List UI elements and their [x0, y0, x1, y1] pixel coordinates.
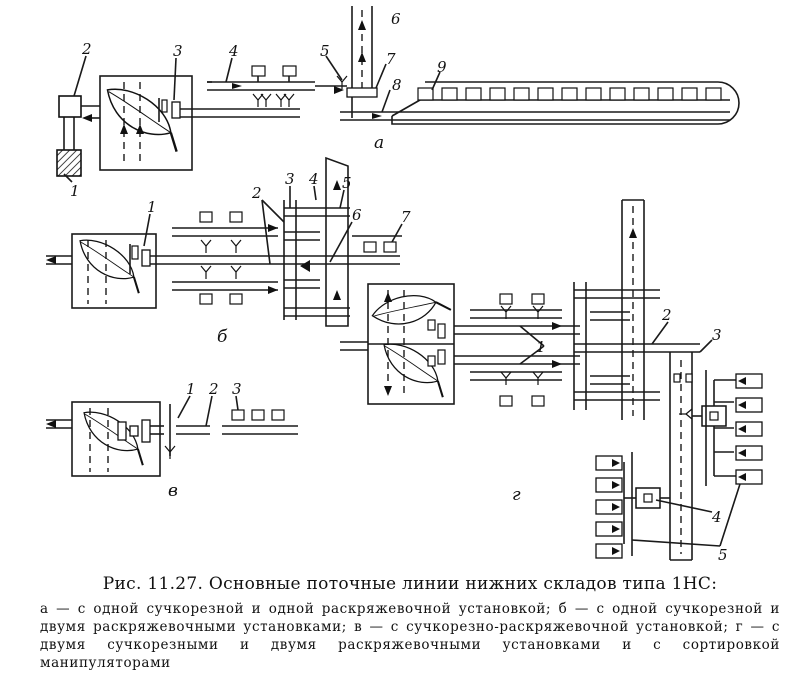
caption-body: а — с одной сучкорезной и одной раскряже…: [40, 601, 780, 671]
callout-b-6: 6: [352, 206, 362, 224]
callout-v-1: 1: [186, 380, 196, 398]
callout-g-1: 1: [536, 338, 546, 356]
subfigure-label-b: б: [217, 327, 228, 347]
callout-g-2: 2: [661, 306, 672, 324]
subfigure-label-v: в: [168, 481, 178, 501]
callout-b-5: 5: [342, 174, 352, 192]
callout-b-4: 4: [308, 170, 319, 188]
figure-caption: Рис. 11.27. Основные поточные линии нижн…: [40, 574, 780, 672]
callout-a-6: 6: [391, 10, 401, 28]
callout-v-2: 2: [208, 380, 219, 398]
subfigure-g: 1 2 3 4 5 г: [340, 199, 763, 564]
caption-title: Рис. 11.27. Основные поточные линии нижн…: [102, 574, 718, 594]
callout-a-2: 2: [81, 40, 92, 58]
subfigure-v: 1 2 3 в: [46, 380, 298, 501]
subfigure-label-g: г: [512, 485, 521, 505]
callout-a-9: 9: [437, 58, 447, 76]
subfigure-label-a: а: [374, 133, 384, 153]
subfigure-a: 1 2 3 4 5 6 7 8 9 а: [56, 6, 740, 200]
callout-a-7: 7: [386, 50, 396, 68]
stack-block: [56, 149, 82, 177]
callout-a-1: 1: [70, 182, 80, 200]
callout-a-5: 5: [320, 42, 330, 60]
callout-g-3: 3: [712, 326, 722, 344]
callout-a-8: 8: [392, 76, 402, 94]
subfigure-b: 1 2 3 4 5 6 7 б: [46, 156, 411, 347]
sorting-bins-a: [417, 87, 722, 101]
sorting-loop: [391, 81, 740, 125]
callout-v-3: 3: [232, 380, 242, 398]
delimbing-room-b: [71, 233, 157, 309]
layout-diagram: 1 2 3 4 5 6 7 8 9 а: [46, 6, 763, 564]
callout-b-1: 1: [147, 198, 157, 216]
delimbing-room: [99, 75, 193, 171]
crane-box: [58, 95, 82, 118]
callout-b-7: 7: [401, 208, 411, 226]
sorting-bins-right: [735, 373, 763, 485]
callout-a-4: 4: [228, 42, 239, 60]
callout-b-3: 3: [285, 170, 295, 188]
log-belt-b: [325, 156, 349, 327]
callout-g-4: 4: [711, 508, 722, 526]
callout-g-5: 5: [718, 546, 728, 564]
processing-room-v: [71, 401, 161, 477]
callout-b-2: 2: [251, 184, 262, 202]
callout-a-3: 3: [173, 42, 183, 60]
sorting-bins-left: [595, 455, 623, 559]
